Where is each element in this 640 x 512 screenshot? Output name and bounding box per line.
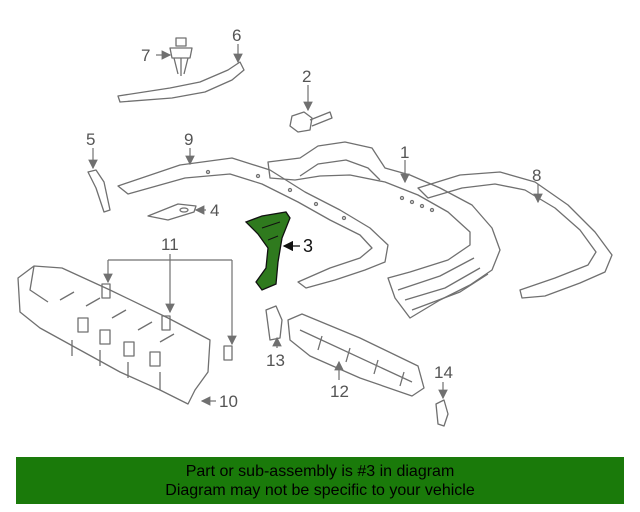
callout-9: 9 <box>184 130 193 149</box>
part-4 <box>147 203 197 221</box>
part-8-molding <box>417 171 613 299</box>
callout-8: 8 <box>532 166 541 185</box>
callout-13: 13 <box>266 351 285 370</box>
callout-12: 12 <box>330 382 349 401</box>
callout-2: 2 <box>302 67 311 86</box>
part-3-highlighted <box>244 211 291 291</box>
part-12-strip <box>287 313 425 397</box>
part-11-clip <box>161 315 171 331</box>
banner-line-disclaimer: Diagram may not be specific to your vehi… <box>165 481 475 499</box>
callout-4: 4 <box>210 201 219 220</box>
part-11-clip <box>223 345 233 361</box>
callout-14: 14 <box>434 363 453 382</box>
part-10-bracket <box>17 265 211 405</box>
callout-1: 1 <box>400 143 409 162</box>
callout-3: 3 <box>303 236 313 256</box>
part-14 <box>435 399 449 427</box>
part-5 <box>87 169 111 213</box>
part-6-strip <box>117 61 245 103</box>
part-13 <box>265 305 283 341</box>
parts-diagram: 1 2 3 4 5 6 7 8 9 10 11 12 13 14 <box>17 26 613 427</box>
part-9-strip <box>117 157 389 289</box>
part-2-bolt <box>289 111 333 133</box>
callout-7: 7 <box>141 46 150 65</box>
callout-6: 6 <box>232 26 241 45</box>
part-7-clip <box>169 37 193 76</box>
callout-5: 5 <box>86 130 95 149</box>
callout-11: 11 <box>161 235 179 254</box>
part-11-clip <box>101 283 111 299</box>
banner-line-part-number: Part or sub-assembly is #3 in diagram <box>185 462 455 480</box>
callout-10: 10 <box>219 392 238 411</box>
info-banner: Part or sub-assembly is #3 in diagram Di… <box>16 457 624 504</box>
part-1-bumper-carrier <box>267 141 501 319</box>
